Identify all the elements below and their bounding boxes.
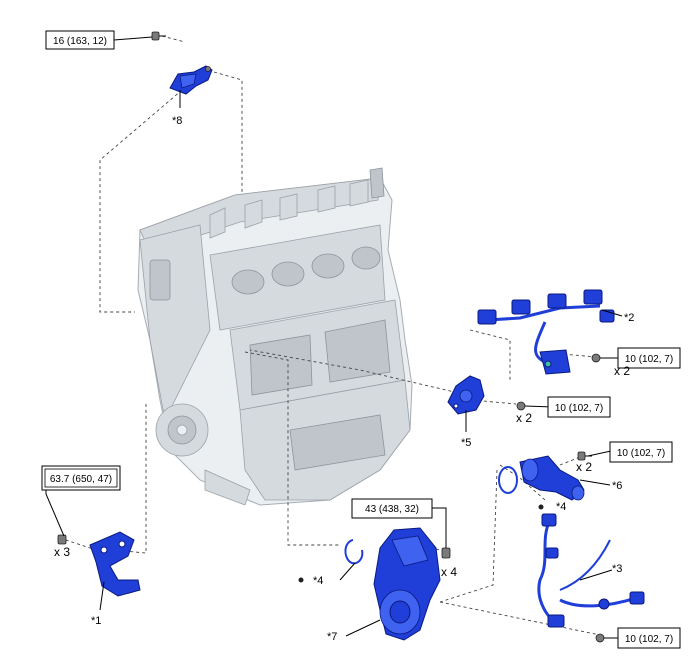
engine-assembly — [137, 167, 413, 506]
bolt-6-icon — [577, 451, 592, 461]
callout-2: *2 — [624, 312, 634, 324]
callout-8: *8 — [172, 115, 182, 127]
leader-lines — [45, 36, 623, 639]
torque-spec-6-label: 10 (102, 7) — [617, 448, 665, 459]
torque-spec-8: 16 (163, 12) — [45, 30, 115, 50]
torque-spec-7: 43 (438, 32) — [351, 498, 433, 519]
bolt-1-icon — [57, 534, 67, 545]
torque-spec-2-label: 10 (102, 7) — [625, 354, 673, 365]
callout-7: *7 — [327, 631, 337, 643]
bolt-2-icon — [591, 353, 601, 363]
torque-spec-8-label: 16 (163, 12) — [53, 36, 107, 47]
bracket-part-5 — [447, 375, 485, 415]
gasket-4-upper-icon — [498, 466, 518, 494]
torque-spec-2: 10 (102, 7) — [617, 347, 681, 369]
assembly-guide-lines — [59, 35, 601, 636]
sensor-harness-part-3 — [537, 513, 645, 628]
torque-spec-3-label: 10 (102, 7) — [625, 634, 673, 645]
callout-4-upper: *4 — [556, 501, 566, 513]
torque-spec-5-label: 10 (102, 7) — [555, 403, 603, 414]
bolt-5-icon — [516, 401, 526, 411]
quantity-5: x 2 — [516, 411, 532, 425]
torque-spec-7-label: 43 (438, 32) — [365, 504, 419, 515]
mount-bracket-part-1 — [89, 531, 141, 597]
torque-spec-5: 10 (102, 7) — [547, 396, 611, 418]
callout-4-lower: *4 — [313, 575, 323, 587]
quantity-7: x 4 — [441, 565, 457, 579]
gasket-4-lower-icon — [344, 539, 364, 565]
callout-5: *5 — [461, 437, 471, 449]
torque-spec-1: 63.7 (650, 47) — [41, 465, 121, 491]
torque-spec-6: 10 (102, 7) — [609, 441, 673, 463]
quantity-1: x 3 — [54, 545, 70, 559]
water-pump-part-7 — [373, 527, 441, 641]
bracket-part-8 — [169, 65, 213, 95]
bolt-3-icon — [595, 633, 605, 643]
quantity-6: x 2 — [576, 460, 592, 474]
water-outlet-part-6 — [519, 455, 585, 501]
sealant-dot-7-icon — [298, 577, 304, 583]
bolt-8-icon — [151, 31, 166, 41]
bolt-7-icon — [441, 547, 451, 559]
callout-3: *3 — [612, 563, 622, 575]
sealant-dot-6-icon — [538, 504, 544, 510]
torque-spec-1-label: 63.7 (650, 47) — [50, 474, 112, 485]
wire-harness-part-2 — [477, 289, 615, 375]
callout-1: *1 — [91, 615, 101, 627]
quantity-2: x 2 — [614, 364, 630, 378]
callout-6: *6 — [612, 480, 622, 492]
torque-spec-3: 10 (102, 7) — [617, 627, 681, 649]
